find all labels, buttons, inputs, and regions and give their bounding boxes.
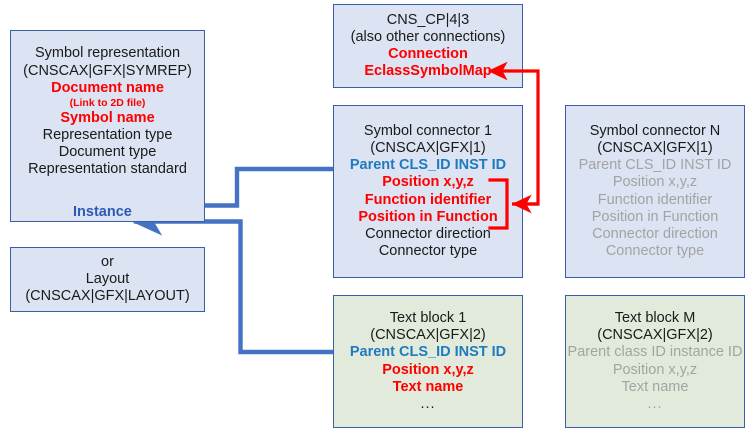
- box-text-block-m[interactable]: Text block M (CNSCAX|GFX|2) Parent class…: [565, 295, 745, 428]
- symbol-connector-1-direction: Connector direction: [365, 226, 491, 242]
- symbol-representation-representation-standard: Representation standard: [28, 161, 187, 178]
- text-block-m-text-name: Text name: [621, 378, 689, 395]
- symbol-connector-n-direction: Connector direction: [592, 226, 718, 242]
- layout-line-layout: Layout: [85, 270, 130, 287]
- box-symbol-representation[interactable]: Symbol representation (CNSCAX|GFX|SYMREP…: [10, 30, 205, 222]
- symbol-representation-symbol-name: Symbol name: [60, 109, 155, 126]
- symbol-connector-1-position-in-function: Position in Function: [358, 208, 498, 225]
- text-block-1-text-name: Text name: [392, 378, 464, 395]
- symbol-connector-n-title: Symbol connector N: [589, 122, 721, 139]
- symbol-connector-1-parent-id: Parent CLS_ID INST ID: [349, 157, 507, 173]
- text-block-1-position: Position x,y,z: [382, 361, 474, 378]
- symbol-connector-1-position: Position x,y,z: [382, 174, 474, 191]
- symbol-connector-1-function-identifier: Function identifier: [364, 191, 492, 208]
- box-symbol-connector-n[interactable]: Symbol connector N (CNSCAX|GFX|1) Parent…: [565, 105, 745, 278]
- cns-cp-line-note: (also other connections): [350, 28, 506, 45]
- symbol-connector-n-parent-id: Parent CLS_ID INST ID: [578, 157, 732, 173]
- text-block-1-code: (CNSCAX|GFX|2): [370, 327, 486, 343]
- symbol-representation-line-1: (CNSCAX|GFX|SYMREP): [23, 62, 192, 79]
- symbol-representation-representation-type: Representation type: [42, 126, 173, 143]
- symbol-connector-1-code: (CNSCAX|GFX|1): [370, 139, 486, 156]
- symbol-connector-n-position-in-function: Position in Function: [591, 208, 719, 225]
- symbol-representation-link-note: (Link to 2D file): [69, 97, 146, 110]
- box-symbol-connector-1[interactable]: Symbol connector 1 (CNSCAX|GFX|1) Parent…: [333, 105, 523, 278]
- text-block-m-parent-id: Parent class ID instance ID: [567, 344, 743, 361]
- text-block-m-title: Text block M: [614, 309, 696, 326]
- instance-label: Instance: [73, 204, 132, 220]
- cns-cp-line-code: CNS_CP|4|3: [386, 11, 470, 28]
- layout-line-code: (CNSCAX|GFX|LAYOUT): [25, 288, 190, 305]
- box-text-block-1[interactable]: Text block 1 (CNSCAX|GFX|2) Parent CLS_I…: [333, 295, 523, 428]
- cns-cp-line-connection: Connection: [388, 46, 468, 62]
- layout-line-or: or: [101, 253, 114, 270]
- symbol-connector-n-type: Connector type: [605, 243, 705, 260]
- symbol-connector-n-function-identifier: Function identifier: [597, 191, 713, 208]
- symbol-connector-1-type: Connector type: [378, 243, 478, 260]
- box-cns-cp[interactable]: CNS_CP|4|3 (also other connections) Conn…: [333, 4, 523, 88]
- text-block-m-code: (CNSCAX|GFX|2): [597, 327, 713, 343]
- text-block-m-ellipsis: ...: [647, 396, 663, 412]
- text-block-1-ellipsis: ...: [420, 396, 436, 412]
- symbol-representation-document-name: Document name: [51, 79, 164, 96]
- symbol-representation-document-type: Document type: [58, 144, 157, 161]
- symbol-connector-n-code: (CNSCAX|GFX|1): [597, 139, 713, 156]
- text-block-1-parent-id: Parent CLS_ID INST ID: [349, 344, 507, 361]
- symbol-connector-n-position: Position x,y,z: [612, 174, 698, 191]
- cns-cp-line-eclasssymbolmap: EclassSymbolMap: [364, 63, 492, 80]
- symbol-connector-1-title: Symbol connector 1: [363, 122, 493, 139]
- text-block-1-title: Text block 1: [389, 309, 467, 326]
- box-layout[interactable]: or Layout (CNSCAX|GFX|LAYOUT): [10, 247, 205, 312]
- text-block-m-position: Position x,y,z: [612, 361, 698, 378]
- symbol-representation-line-0: Symbol representation: [34, 45, 181, 62]
